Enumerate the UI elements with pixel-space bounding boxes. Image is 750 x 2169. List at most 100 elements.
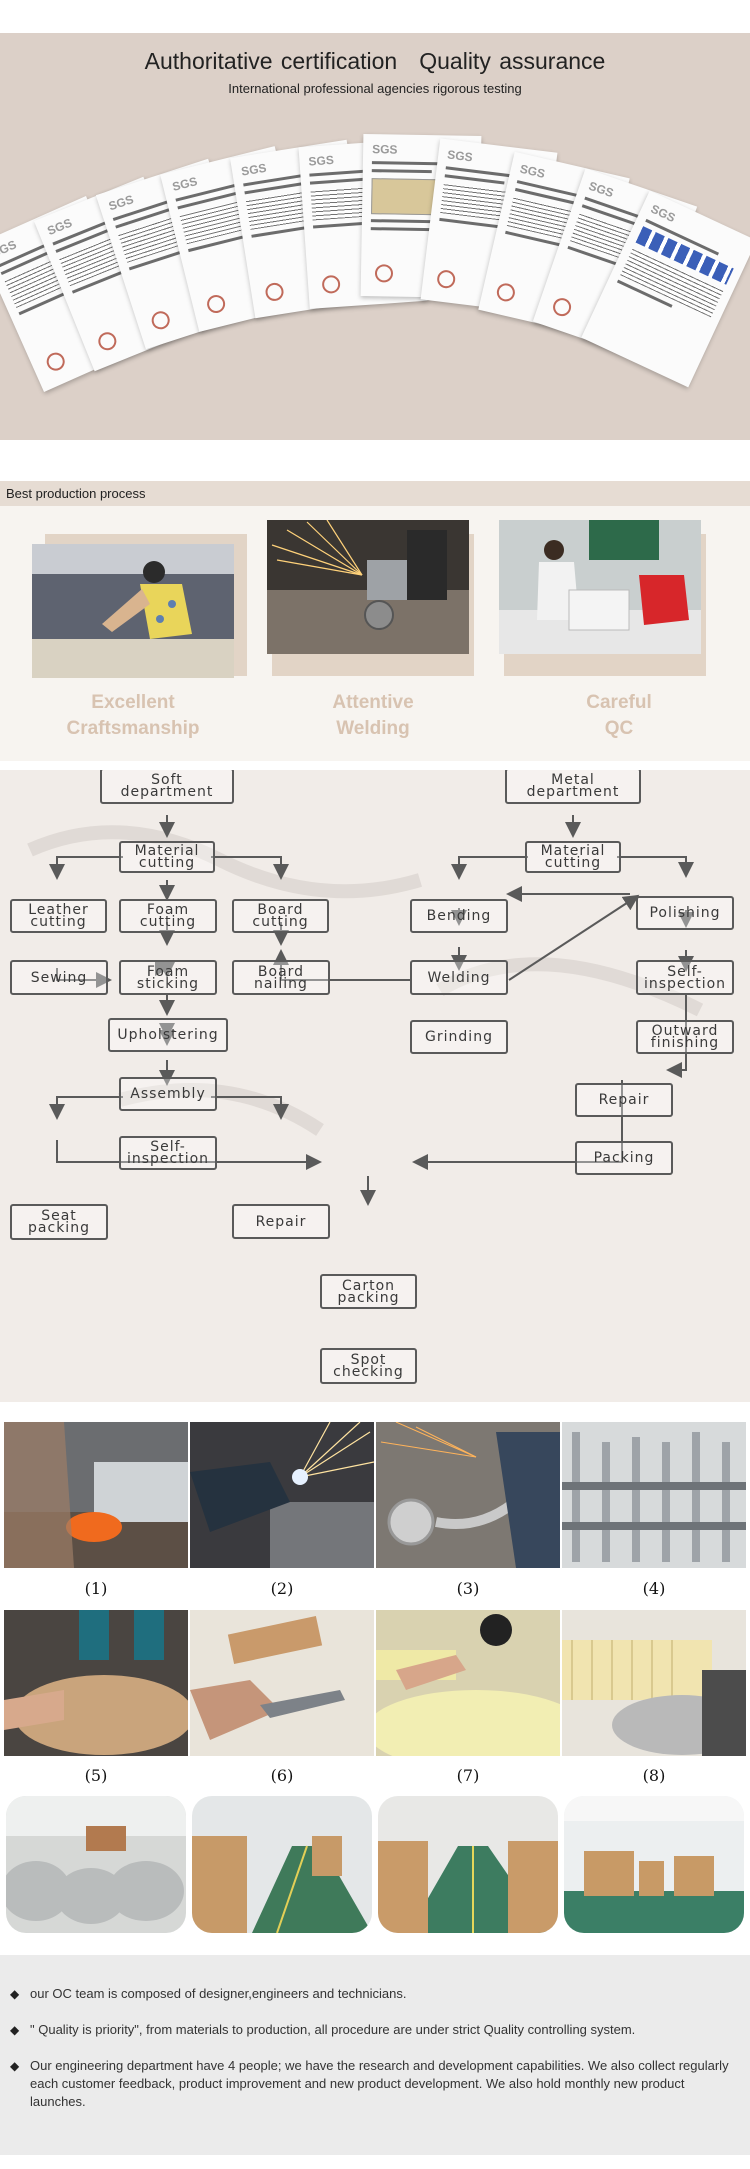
box-line: Grinding <box>425 1029 493 1045</box>
box-line: Material <box>540 843 606 859</box>
box-line: Foam <box>146 963 190 980</box>
flow-grinding: Grinding <box>410 1020 508 1054</box>
box-line: Material <box>134 843 200 859</box>
flow-welding: Welding <box>410 960 508 995</box>
certification-title-right: Quality assurance <box>419 48 606 74</box>
box-line: finishing <box>650 1035 720 1051</box>
section-header-bar: Best production process <box>0 481 750 506</box>
warehouse-photo-2 <box>192 1796 372 1933</box>
box-line: cutting <box>138 855 196 871</box>
box-line: department <box>120 784 214 800</box>
gallery-number-6: (6) <box>270 1766 294 1785</box>
note-text: our OC team is composed of designer,engi… <box>30 1986 407 2001</box>
flow-sewing: Sewing <box>10 960 108 995</box>
flowchart-connectors <box>27 815 704 1206</box>
caption-line: Craftsmanship <box>66 718 200 739</box>
box-line: Outward <box>651 1023 719 1039</box>
box-line: Packing <box>593 1150 655 1166</box>
section-header-label: Best production process <box>6 486 146 501</box>
box-line: Self- <box>667 963 703 980</box>
box-line: department <box>526 784 620 800</box>
gallery-number-2: (2) <box>270 1579 294 1598</box>
warehouse-photo-3 <box>378 1796 558 1933</box>
box-line: inspection <box>126 1151 210 1167</box>
gallery-number-1: (1) <box>84 1579 108 1598</box>
box-line: Board <box>257 963 305 980</box>
box-line: Assembly <box>130 1086 206 1102</box>
note-item: ◆ " Quality is priority", from materials… <box>10 2021 740 2039</box>
production-gallery: (1) (2) (3) (4) (5) (6) (7) (8) <box>0 1422 750 1955</box>
flow-repair-soft: Repair <box>232 1204 330 1239</box>
box-line: Self- <box>150 1139 186 1155</box>
qc-card <box>499 520 706 676</box>
welding-photo <box>267 520 469 654</box>
certification-title: Authoritative certification Quality assur… <box>0 48 750 75</box>
flow-self-inspection-metal: Self-inspection <box>636 960 734 995</box>
gallery-photo-3 <box>376 1422 560 1568</box>
box-line: Board <box>257 902 304 918</box>
box-line: Soft <box>151 772 183 788</box>
box-line: Repair <box>598 1092 650 1108</box>
box-line: checking <box>333 1364 404 1380</box>
box-line: Metal <box>551 772 595 788</box>
warehouse-photo-1 <box>6 1796 186 1933</box>
certification-banner: Authoritative certification Quality assur… <box>0 33 750 440</box>
flow-repair-metal: Repair <box>575 1083 673 1117</box>
gallery-photo-1 <box>4 1422 188 1568</box>
certification-title-left: Authoritative certification <box>144 48 398 74</box>
box-line: Carton <box>341 1277 396 1294</box>
warehouse-photo-4 <box>564 1796 744 1933</box>
flow-polishing: Polishing <box>636 896 734 930</box>
box-line: packing <box>337 1289 400 1306</box>
gallery-number-8: (8) <box>642 1766 666 1785</box>
caption-line: QC <box>604 718 634 739</box>
box-line: Bending <box>426 908 492 924</box>
box-line: Leather <box>28 902 89 918</box>
gallery-number-3: (3) <box>456 1579 480 1598</box>
caption-line: Attentive <box>332 692 414 713</box>
flow-assembly: Assembly <box>119 1077 217 1111</box>
note-item: ◆ Our engineering department have 4 peop… <box>10 2057 740 2111</box>
diamond-bullet-icon: ◆ <box>10 2023 20 2037</box>
box-line: Sewing <box>30 969 88 986</box>
gallery-number-5: (5) <box>84 1766 108 1785</box>
box-line: packing <box>28 1220 90 1236</box>
gallery-number-7: (7) <box>456 1766 480 1785</box>
box-line: Repair <box>255 1213 307 1230</box>
craftsmanship-card <box>32 534 247 678</box>
craftsmanship-photo <box>32 544 234 678</box>
box-line: cutting <box>544 855 602 871</box>
box-line: sticking <box>136 975 200 992</box>
box-line: cutting <box>30 914 87 930</box>
diamond-bullet-icon: ◆ <box>10 2059 20 2073</box>
box-line: Foam <box>146 902 190 918</box>
welding-card <box>267 520 474 676</box>
flow-packing: Packing <box>575 1141 673 1175</box>
gallery-number-4: (4) <box>642 1579 666 1598</box>
gallery-photo-5 <box>4 1610 188 1756</box>
note-item: ◆ our OC team is composed of designer,en… <box>10 1985 740 2003</box>
flow-self-inspection-soft: Self-inspection <box>119 1136 217 1170</box>
caption-line: Careful <box>586 692 652 713</box>
box-line: cutting <box>139 914 197 930</box>
gallery-photo-7 <box>376 1610 560 1756</box>
caption-line: Excellent <box>91 692 175 713</box>
flow-upholstering: Upholstering <box>108 1018 228 1052</box>
box-line: Spot <box>350 1352 387 1368</box>
note-text: " Quality is priority", from materials t… <box>30 2022 636 2037</box>
